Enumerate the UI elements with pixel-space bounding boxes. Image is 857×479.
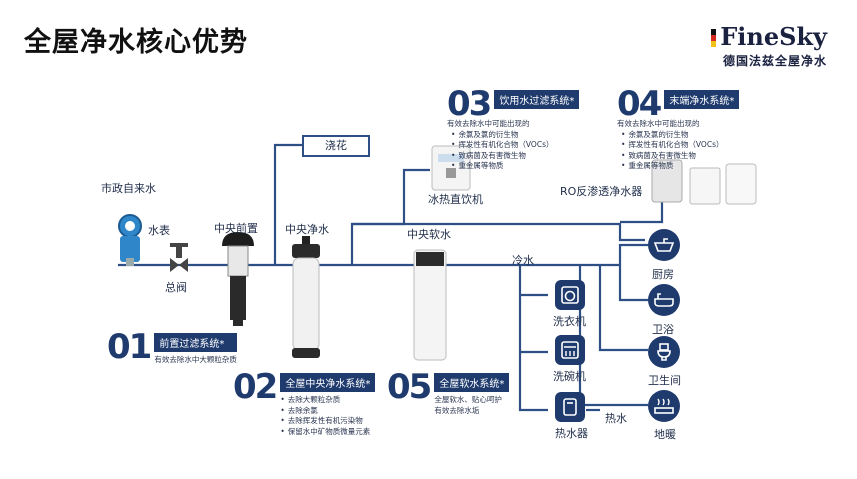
page-title: 全屋净水核心优势 [24, 27, 248, 58]
flower-box: 浇花 [302, 135, 370, 157]
list-item: 重金属等物质 [621, 161, 739, 172]
purifier-label: 中央净水 [285, 223, 329, 236]
list-item: 挥发性有机化合物（VOCs） [621, 140, 739, 151]
brand-subtitle: 德国法兹全屋净水 [722, 54, 827, 68]
dispenser-label: 冰热直饮机 [428, 193, 483, 206]
bath-label: 卫浴 [652, 323, 674, 336]
feature-03-title: 饮用水过滤系统* [494, 90, 580, 109]
feature-01-title: 前置过滤系统* [154, 333, 237, 352]
list-item: 挥发性有机化合物（VOCs） [451, 140, 579, 151]
feature-05-title: 全屋软水系统* [434, 373, 510, 392]
feature-05-desc: 全屋软水、贴心呵护 [434, 395, 502, 404]
prefilter-label: 中央前置 [214, 222, 258, 235]
feature-01-desc: 有效去除水中大颗粒杂质 [154, 355, 237, 364]
cold-water-label: 冷水 [512, 254, 534, 267]
list-item: 去除挥发性有机污染物 [280, 416, 375, 427]
ro-label: RO反渗透净水器 [560, 185, 643, 198]
valve-icon [170, 243, 188, 272]
floor-heating-icon [648, 390, 680, 422]
feature-05-number: 05 [387, 367, 432, 407]
feature-04-list: 余氯及氯的衍生物 挥发性有机化合物（VOCs） 致病菌及有害微生物 重金属等物质 [621, 130, 739, 172]
feature-03: 03 饮用水过滤系统* 有效去除水中可能出现的 余氯及氯的衍生物 挥发性有机化合… [447, 84, 580, 172]
list-item: 重金属等物质 [451, 161, 579, 172]
washer-label: 洗衣机 [553, 315, 586, 328]
toilet-icon [648, 336, 680, 368]
feature-04-desc: 有效去除水中可能出现的 [617, 119, 700, 128]
heater-label: 热水器 [555, 427, 588, 440]
city-water-label: 市政自来水 [101, 182, 156, 195]
feature-02: 02 全屋中央净水系统* 去除大颗粒杂质 去除余氯 去除挥发性有机污染物 保留水… [233, 367, 376, 437]
feature-04-title: 末端净水系统* [664, 90, 740, 109]
feature-02-title: 全屋中央净水系统* [280, 373, 376, 392]
washer-icon [555, 280, 585, 310]
brand-name: FineSky [720, 22, 827, 51]
list-item: 保留水中矿物质微量元素 [280, 427, 375, 438]
dishwasher-icon [555, 335, 585, 365]
list-item: 致病菌及有害微生物 [451, 151, 579, 162]
water-heater-icon [555, 392, 585, 422]
bathtub-icon [648, 284, 680, 316]
toilet-label: 卫生间 [648, 374, 681, 387]
german-flag-icon [711, 29, 717, 47]
feature-03-desc: 有效去除水中可能出现的 [447, 119, 530, 128]
feature-02-number: 02 [233, 367, 278, 407]
kitchen-label: 厨房 [652, 268, 674, 281]
feature-05: 05 全屋软水系统* 全屋软水、贴心呵护 有效去除水垢 [387, 367, 510, 416]
floor-heat-label: 地暖 [654, 428, 676, 441]
dishwasher-label: 洗碗机 [553, 370, 586, 383]
hot-water-label: 热水 [605, 412, 627, 425]
list-item: 去除大颗粒杂质 [280, 395, 375, 406]
water-meter-icon [118, 214, 142, 266]
feature-01: 01 前置过滤系统* 有效去除水中大颗粒杂质 [107, 330, 237, 366]
softener-cabinet-icon [413, 249, 447, 361]
softener-label: 中央软水 [407, 228, 451, 241]
list-item: 致病菌及有害微生物 [621, 151, 739, 162]
valve-label: 总阀 [165, 281, 187, 294]
feature-05-desc2: 有效去除水垢 [434, 405, 480, 415]
list-item: 余氯及氯的衍生物 [621, 130, 739, 141]
kitchen-sink-icon [648, 229, 680, 261]
feature-03-list: 余氯及氯的衍生物 挥发性有机化合物（VOCs） 致病菌及有害微生物 重金属等物质 [451, 130, 579, 172]
list-item: 去除余氯 [280, 406, 375, 417]
feature-04: 04 末端净水系统* 有效去除水中可能出现的 余氯及氯的衍生物 挥发性有机化合物… [617, 84, 740, 172]
list-item: 余氯及氯的衍生物 [451, 130, 579, 141]
meter-label: 水表 [148, 224, 170, 237]
purifier-tank-icon [292, 236, 320, 358]
prefilter-device-icon [222, 232, 254, 326]
feature-01-number: 01 [107, 327, 152, 367]
feature-02-list: 去除大颗粒杂质 去除余氯 去除挥发性有机污染物 保留水中矿物质微量元素 [280, 395, 375, 437]
feature-03-number: 03 [447, 84, 492, 124]
brand-logo: FineSky 德国法兹全屋净水 [711, 24, 827, 69]
feature-04-number: 04 [617, 84, 662, 124]
